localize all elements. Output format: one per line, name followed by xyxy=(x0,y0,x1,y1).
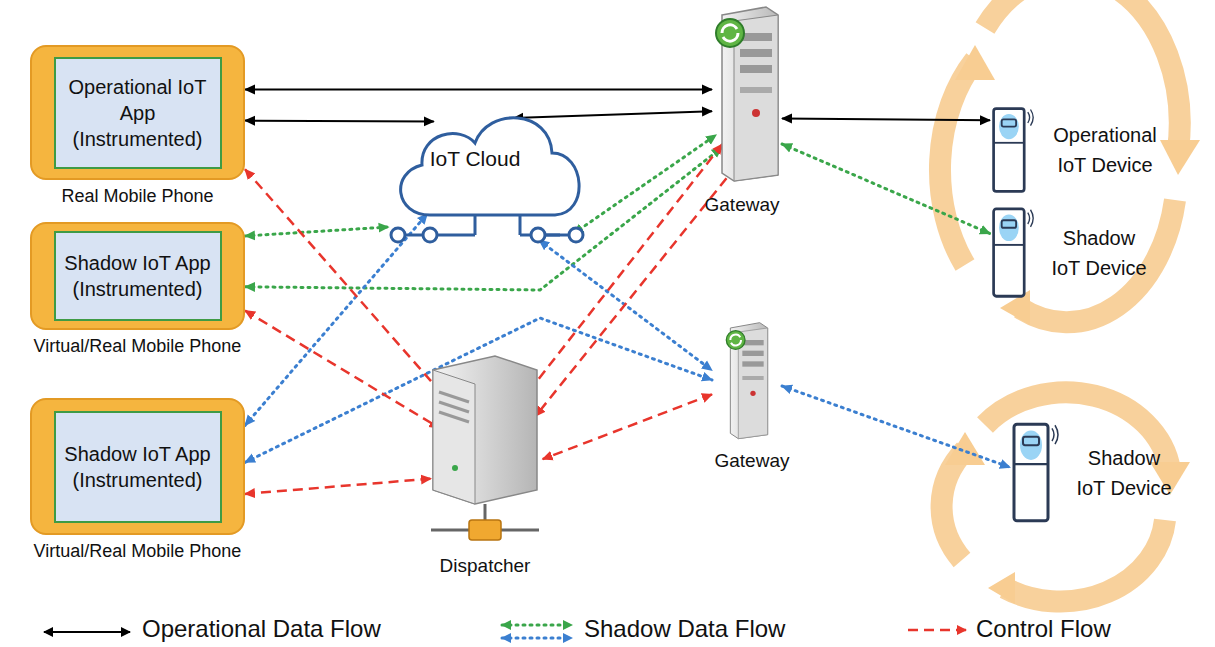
app-label: Shadow IoT App (Instrumented) xyxy=(54,411,222,523)
gateway-server: Gateway xyxy=(712,320,787,472)
node-shape xyxy=(712,320,782,440)
legend-text: Operational Data Flow xyxy=(142,615,381,643)
node-label: Gateway xyxy=(705,194,780,216)
node-label: Operational IoT Device xyxy=(1049,120,1161,180)
legend-text: Shadow Data Flow xyxy=(584,615,785,643)
node-shape xyxy=(425,350,545,545)
mobile-phone: Operational IoT App (Instrumented) Real M… xyxy=(30,45,245,207)
dispatcher-server: Dispatcher xyxy=(425,350,545,577)
node-shape: Operational IoT App (Instrumented) xyxy=(30,45,245,180)
node-label: Shadow IoT Device xyxy=(1074,443,1174,503)
iot-device: Shadow IoT Device xyxy=(990,205,1149,300)
operational-flow xyxy=(245,120,434,123)
node-shape: Shadow IoT App (Instrumented) xyxy=(30,398,245,535)
caption: Virtual/Real Mobile Phone xyxy=(30,336,245,357)
node-shape xyxy=(1010,420,1060,525)
iot-cloud: IoT Cloud xyxy=(380,95,595,260)
node-label: Shadow IoT Device xyxy=(1049,223,1149,283)
caption: Real Mobile Phone xyxy=(30,186,245,207)
cycle-arrowhead xyxy=(945,45,1200,604)
control-flow xyxy=(543,394,712,459)
shadow-flow xyxy=(782,144,990,234)
shadow-flow xyxy=(782,386,1010,467)
app-label: Shadow IoT App (Instrumented) xyxy=(54,231,222,321)
mobile-phone: Shadow IoT App (Instrumented) Virtual/Rea… xyxy=(30,398,245,562)
iot-device: Operational IoT Device xyxy=(990,105,1161,195)
node-shape xyxy=(712,2,782,184)
shadow-flow xyxy=(245,148,722,290)
node-shape xyxy=(380,95,595,260)
control-flow xyxy=(245,311,439,428)
operational-flow xyxy=(782,119,990,121)
cycle-ring xyxy=(940,0,1180,602)
app-label: Operational IoT App (Instrumented) xyxy=(54,57,222,169)
operational-flow xyxy=(245,88,712,90)
legend-text: Control Flow xyxy=(976,615,1111,643)
node-label: IoT Cloud xyxy=(380,147,570,171)
operational-flow xyxy=(513,111,712,118)
control-flow xyxy=(245,479,431,494)
node-shape xyxy=(990,105,1035,195)
node-label: Gateway xyxy=(715,450,790,472)
node-label: Dispatcher xyxy=(425,555,545,577)
caption: Virtual/Real Mobile Phone xyxy=(30,541,245,562)
mobile-phone: Shadow IoT App (Instrumented) Virtual/Rea… xyxy=(30,222,245,357)
shadow-flow xyxy=(245,227,389,236)
iot-device: Shadow IoT Device xyxy=(1010,420,1174,525)
node-shape: Shadow IoT App (Instrumented) xyxy=(30,222,245,330)
shadow-flow xyxy=(245,214,427,426)
gateway-server: Gateway xyxy=(712,2,787,216)
node-shape xyxy=(990,205,1035,300)
